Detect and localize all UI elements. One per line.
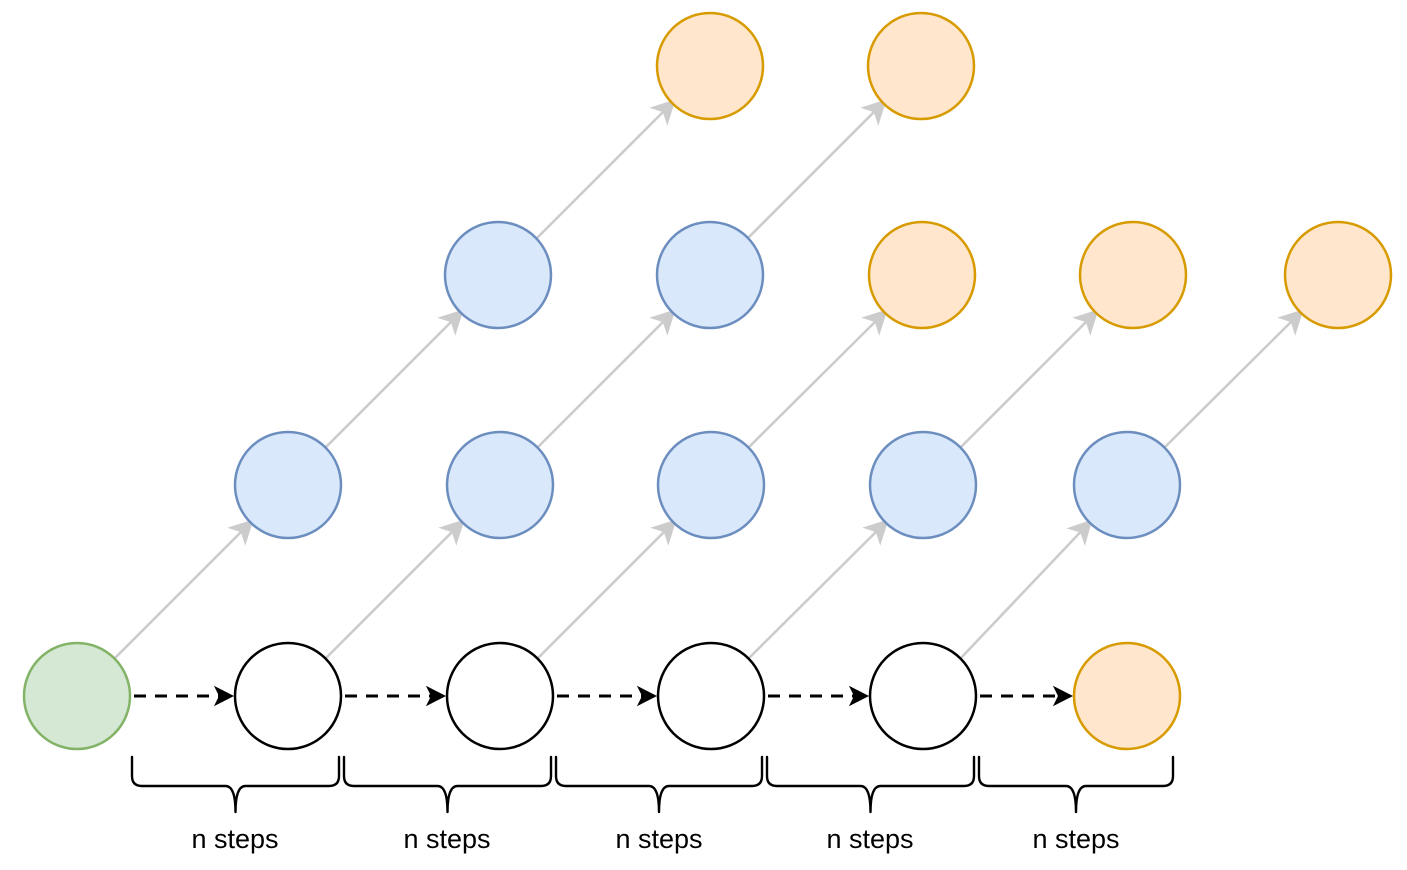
expansion-arrow	[536, 519, 677, 660]
braces-group	[130, 755, 1175, 814]
expansion-arrow	[536, 99, 676, 239]
n-steps-brace	[977, 755, 1175, 814]
node-goal[interactable]	[867, 220, 977, 330]
n-steps-label: n steps	[1032, 824, 1119, 854]
n-steps-label: n steps	[403, 824, 490, 854]
expansion-arrow	[959, 519, 1093, 660]
n-steps-brace	[342, 755, 553, 814]
expansion-arrow	[113, 519, 254, 660]
node-branch[interactable]	[1072, 430, 1182, 540]
expansion-arrow	[1163, 309, 1304, 449]
expansion-arrow	[959, 309, 1099, 449]
node-start[interactable]	[22, 641, 132, 751]
expansion-arrow	[747, 519, 889, 660]
node-goal[interactable]	[1283, 220, 1393, 330]
n-steps-label: n steps	[191, 824, 278, 854]
node-branch[interactable]	[656, 430, 766, 540]
expansion-arrow	[536, 309, 676, 449]
expansion-arrow	[747, 99, 887, 239]
nodes-group	[22, 11, 1393, 751]
n-steps-brace	[554, 755, 764, 814]
node-state[interactable]	[868, 641, 978, 751]
node-goal[interactable]	[1078, 220, 1188, 330]
node-branch[interactable]	[445, 430, 555, 540]
node-goal[interactable]	[866, 11, 976, 121]
node-state[interactable]	[656, 641, 766, 751]
n-steps-brace	[765, 755, 976, 814]
n-steps-label: n steps	[826, 824, 913, 854]
node-state[interactable]	[445, 641, 555, 751]
node-branch[interactable]	[655, 220, 765, 330]
n-steps-label: n steps	[615, 824, 702, 854]
node-state[interactable]	[233, 641, 343, 751]
node-branch[interactable]	[443, 220, 553, 330]
step-labels-group: n steps n steps n steps n steps n steps	[191, 824, 1119, 854]
node-goal[interactable]	[1072, 641, 1182, 751]
node-branch[interactable]	[233, 430, 343, 540]
expansion-arrow	[747, 309, 888, 449]
node-branch[interactable]	[868, 430, 978, 540]
gray-arrows-group	[113, 99, 1304, 660]
expansion-arrow	[324, 309, 464, 449]
n-steps-brace	[130, 755, 341, 814]
expansion-arrow	[324, 519, 465, 660]
node-goal[interactable]	[655, 11, 765, 121]
